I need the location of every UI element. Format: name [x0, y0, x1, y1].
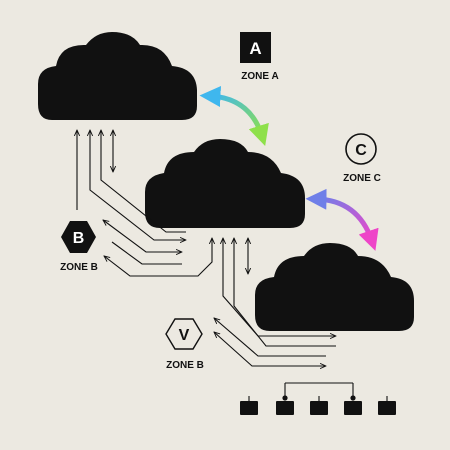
- cloud-icon: [145, 139, 305, 228]
- server-icon: [240, 396, 258, 415]
- server-bus: [284, 382, 354, 398]
- zone-a-badge-letter: A: [249, 39, 261, 58]
- connector-lines: [214, 238, 336, 366]
- zone-v-badge: V: [165, 318, 203, 350]
- zone-a-badge: A: [240, 32, 271, 63]
- cloud-icon: [255, 243, 414, 331]
- zone-a-label: ZONE A: [241, 71, 278, 82]
- double-arrow-icon: [305, 188, 379, 251]
- zone-b-label: ZONE B: [60, 262, 98, 273]
- server-icon: [310, 396, 328, 415]
- zone-c-badge-letter: C: [355, 142, 367, 159]
- square-badge-icon: [240, 32, 271, 63]
- circle-badge-icon: [345, 133, 377, 165]
- server-icon: [378, 396, 396, 415]
- zone-b-badge-letter: B: [73, 230, 85, 247]
- hexagon-badge-icon: [61, 221, 96, 253]
- zone-v-badge-letter: V: [179, 327, 190, 344]
- zone-v-label: ZONE B: [166, 360, 204, 371]
- hexagon-badge-icon: [165, 318, 203, 350]
- zone-b-badge: B: [61, 221, 96, 253]
- double-arrow-icon: [199, 86, 269, 147]
- cloud-icon: [38, 32, 197, 120]
- zone-c-badge: C: [345, 133, 377, 165]
- zone-c-label: ZONE C: [343, 173, 381, 184]
- server-icon: [276, 395, 294, 415]
- server-icon: [344, 395, 362, 415]
- connector-lines: [77, 130, 212, 277]
